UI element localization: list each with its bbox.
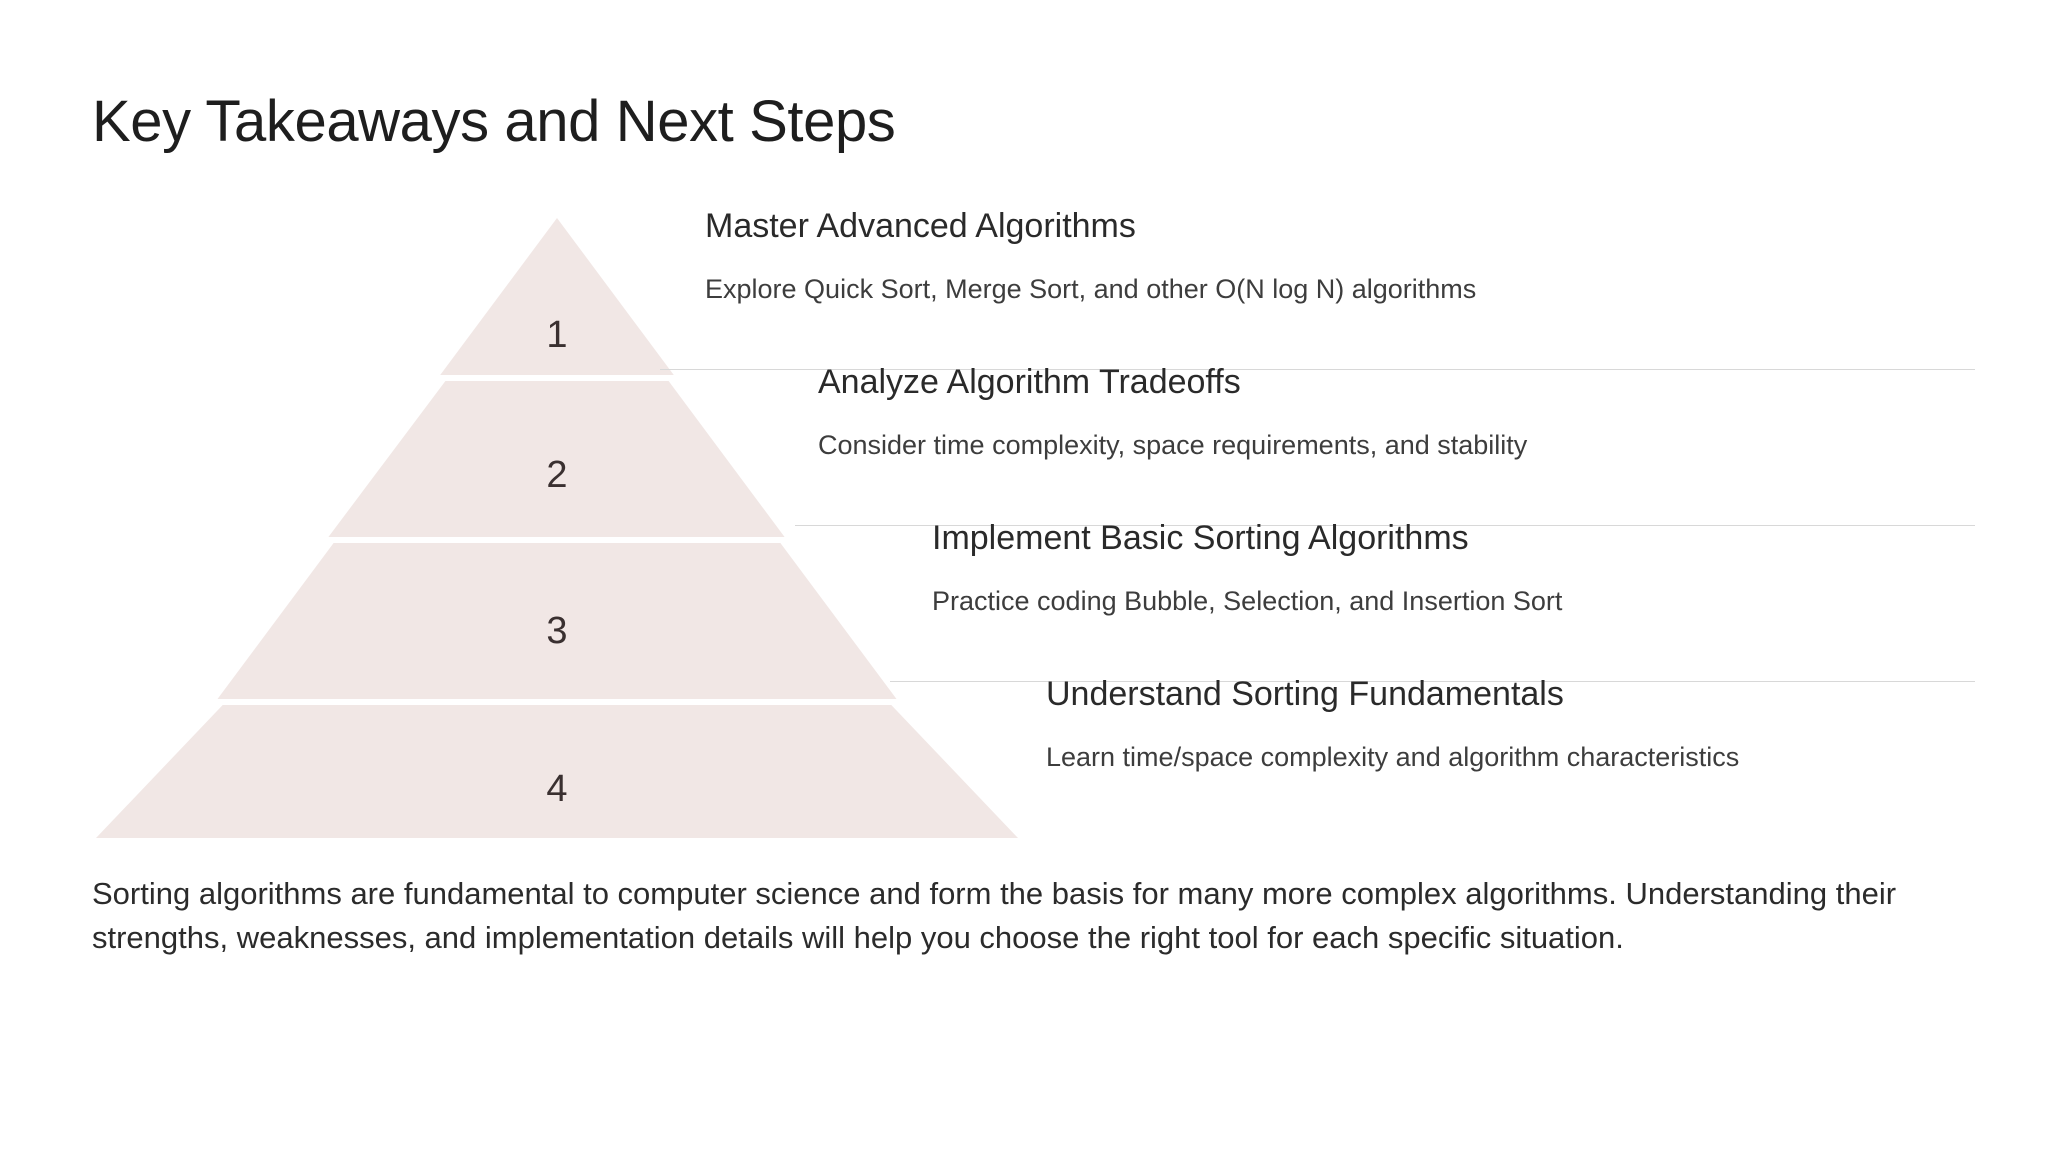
pyramid-level-number-3: 3	[546, 610, 568, 652]
page-title: Key Takeaways and Next Steps	[92, 89, 896, 154]
pyramid-level-text-2: Analyze Algorithm Tradeoffs Consider tim…	[818, 362, 1527, 461]
pyramid-band-4	[96, 705, 1018, 838]
pyramid-level-number-1: 1	[546, 314, 568, 356]
pyramid-level-text-1: Master Advanced Algorithms Explore Quick…	[705, 206, 1476, 305]
pyramid-level-description-2: Consider time complexity, space requirem…	[818, 429, 1528, 460]
pyramid-level-divider-2	[795, 525, 1975, 526]
pyramid-band-3	[217, 543, 897, 699]
pyramid-level-title-3: Implement Basic Sorting Algorithms	[932, 519, 1469, 557]
pyramid-level-description-3: Practice coding Bubble, Selection, and I…	[932, 585, 1563, 616]
pyramid-level-title-4: Understand Sorting Fundamentals	[1046, 675, 1564, 713]
pyramid-level-title-1: Master Advanced Algorithms	[705, 207, 1136, 245]
summary-paragraph: Sorting algorithms are fundamental to co…	[92, 876, 1897, 956]
pyramid-band-2	[328, 381, 785, 537]
pyramid-level-description-1: Explore Quick Sort, Merge Sort, and othe…	[705, 273, 1477, 304]
pyramid-level-divider-3	[890, 681, 1975, 682]
pyramid-level-text-3: Implement Basic Sorting Algorithms Pract…	[932, 518, 1562, 617]
pyramid-level-text-4: Understand Sorting Fundamentals Learn ti…	[1046, 674, 1739, 773]
pyramid-level-divider-1	[660, 369, 1975, 370]
pyramid-diagram: 1 2 3 4 Master Advanced Algorithms Explo…	[0, 206, 2048, 852]
pyramid-band-1	[440, 218, 674, 375]
pyramid-level-number-2: 2	[546, 454, 568, 496]
pyramid-level-description-4: Learn time/space complexity and algorith…	[1046, 741, 1740, 772]
pyramid-bands	[96, 218, 1018, 838]
pyramid-shape: 1 2 3 4	[96, 218, 1018, 838]
pyramid-level-number-4: 4	[546, 768, 568, 810]
pyramid-level-title-2: Analyze Algorithm Tradeoffs	[818, 363, 1241, 401]
